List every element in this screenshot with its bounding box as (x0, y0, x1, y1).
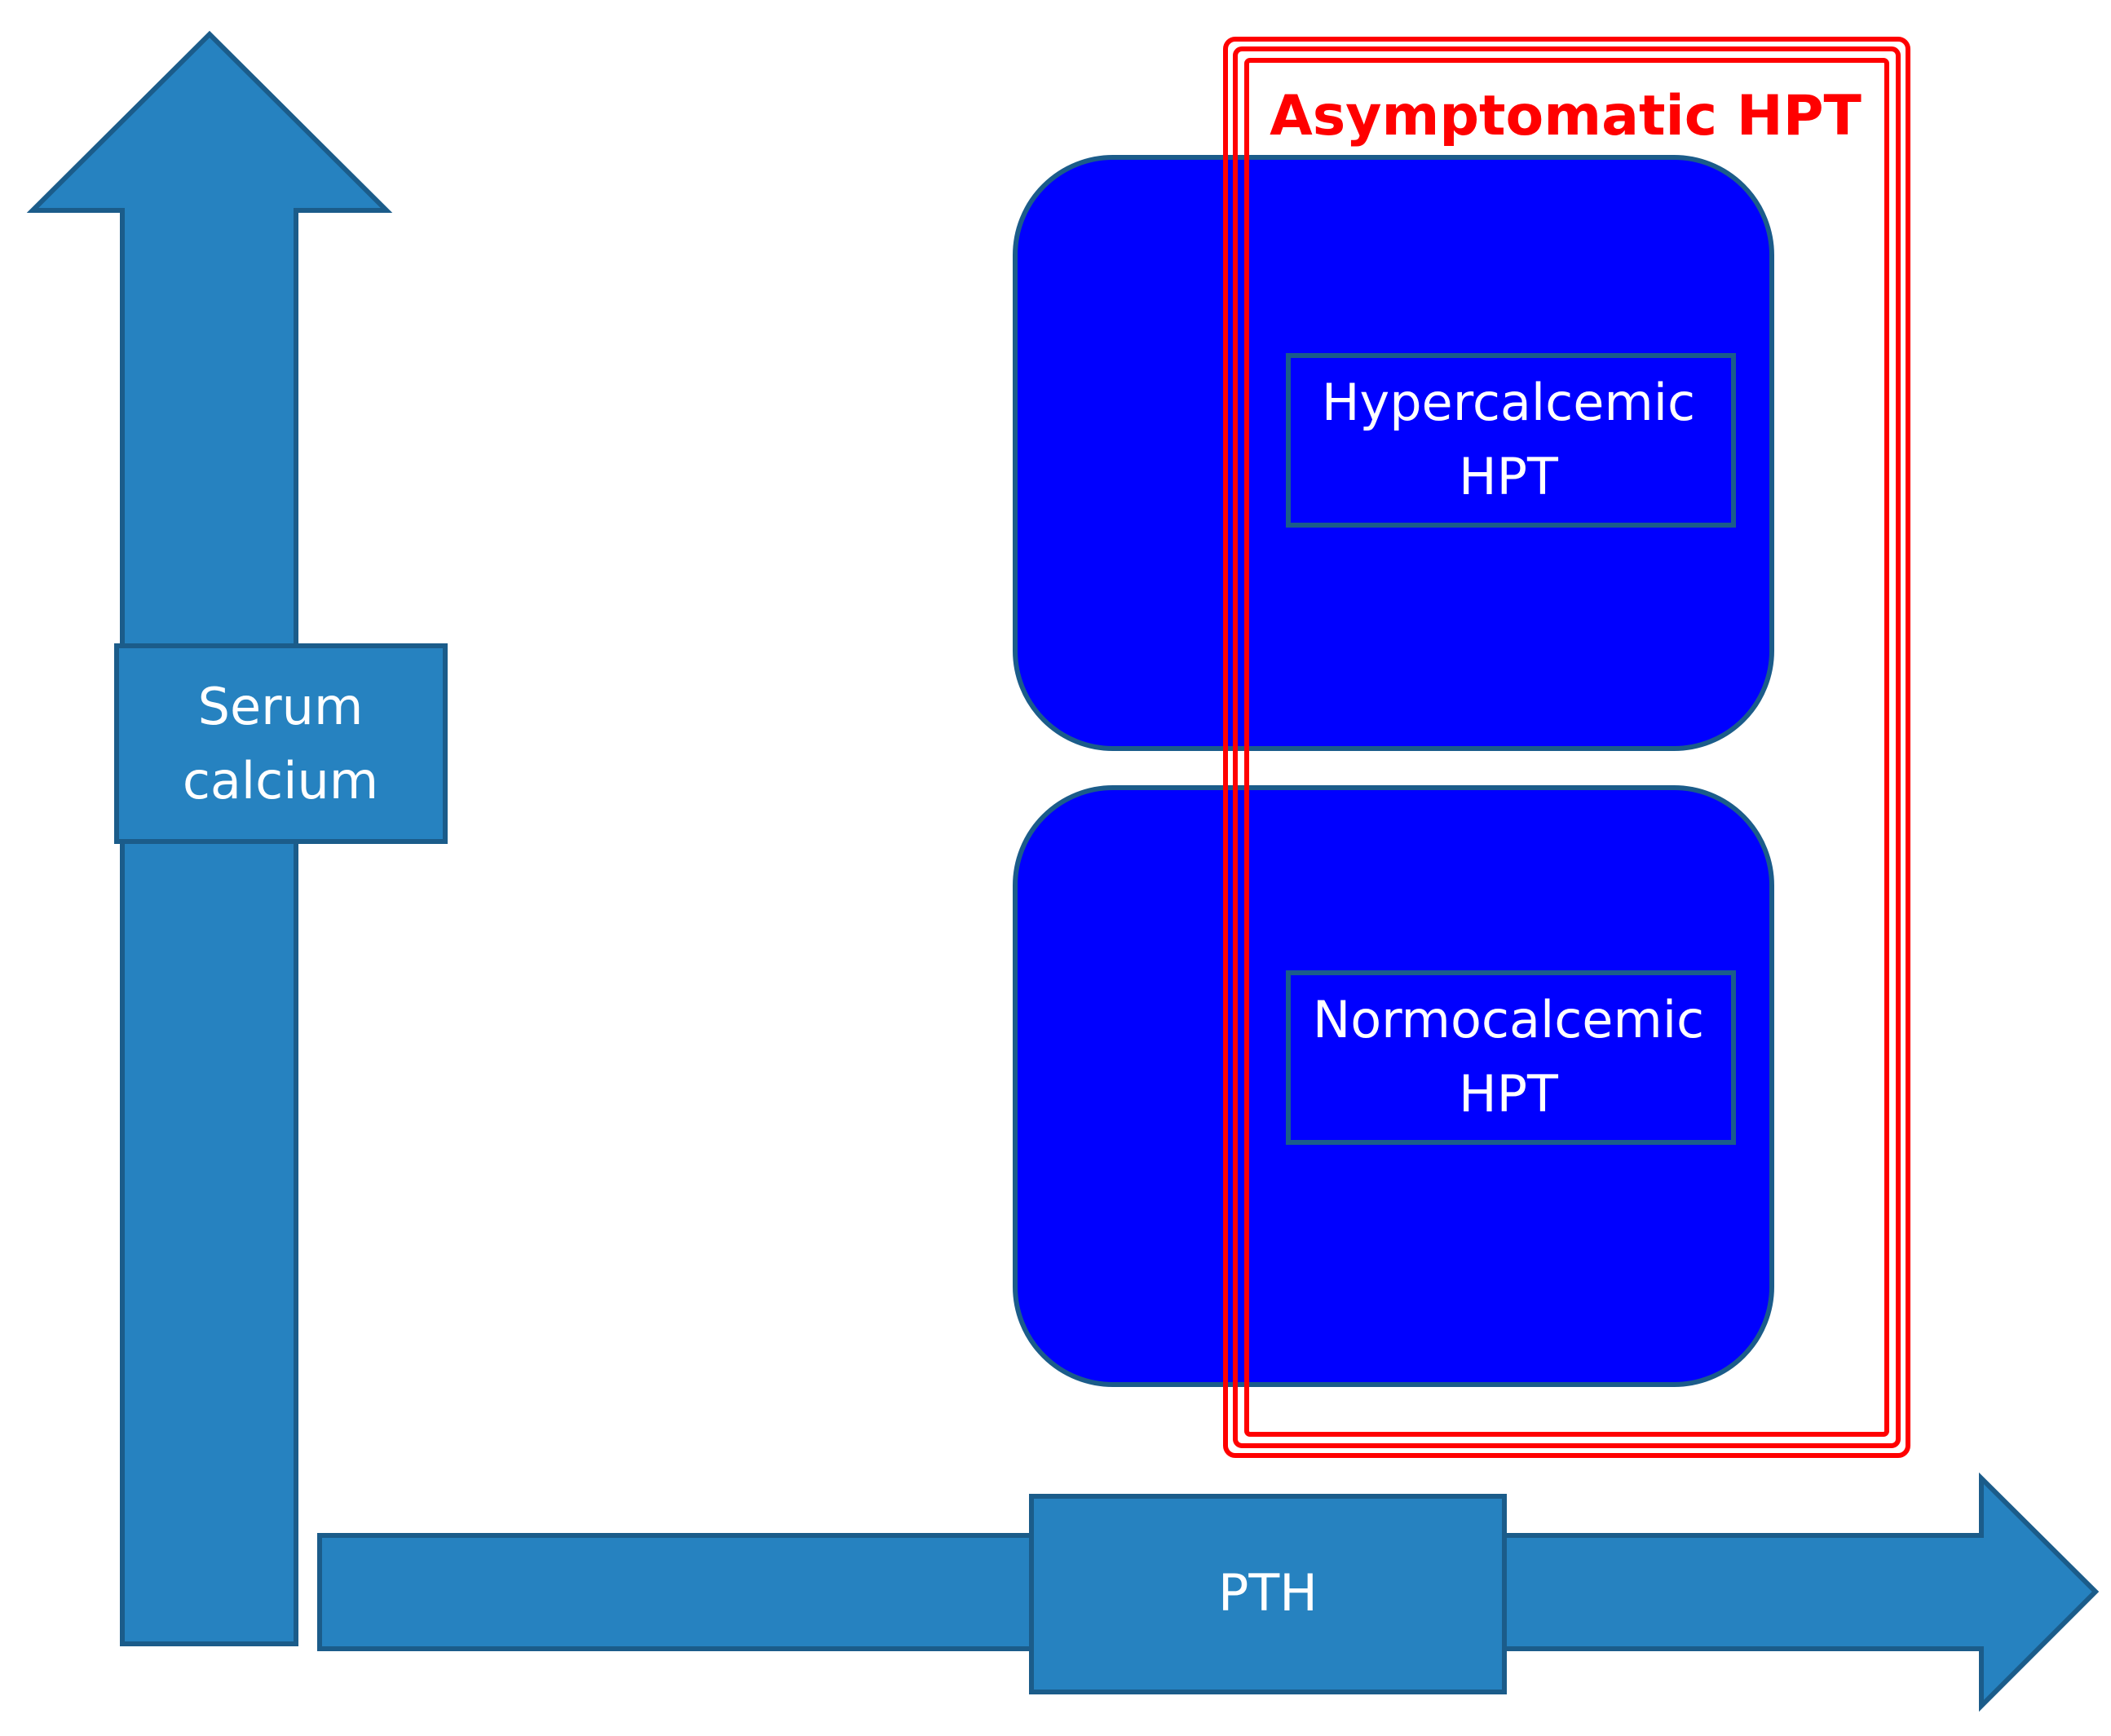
normocalcemic-region-box (1013, 785, 1774, 1387)
normocalcemic-label-box (1286, 970, 1736, 1145)
normocalcemic-label-line2: HPT (1459, 1064, 1559, 1124)
y-axis-label-line2: calcium (183, 751, 378, 811)
hypercalcemic-label-line2: HPT (1459, 447, 1559, 506)
asymptomatic-outline-inner (1244, 58, 1889, 1437)
y-axis-label: Serum calcium (114, 643, 448, 844)
hypercalcemic-region: Hypercalcemic HPT (1013, 155, 1774, 751)
asymptomatic-outline-middle (1233, 46, 1901, 1448)
hypercalcemic-label-box (1286, 353, 1736, 528)
hypercalcemic-region-box (1013, 155, 1774, 751)
normocalcemic-region: Normocalcemic HPT (1013, 785, 1774, 1387)
hypercalcemic-label-line1: Hypercalcemic (1322, 373, 1695, 432)
x-axis-label: PTH (1029, 1494, 1507, 1694)
x-axis-label-text: PTH (1218, 1563, 1318, 1623)
y-axis-label-line1: Serum (198, 677, 364, 736)
x-axis-label-box (1029, 1494, 1507, 1694)
y-axis-label-box (114, 643, 448, 844)
asymptomatic-outline-outer (1223, 37, 1910, 1458)
normocalcemic-label-line1: Normocalcemic (1313, 990, 1704, 1049)
asymptomatic-highlight: Asymptomatic HPT (1223, 37, 1910, 1458)
asymptomatic-title: Asymptomatic HPT (1270, 84, 1861, 148)
